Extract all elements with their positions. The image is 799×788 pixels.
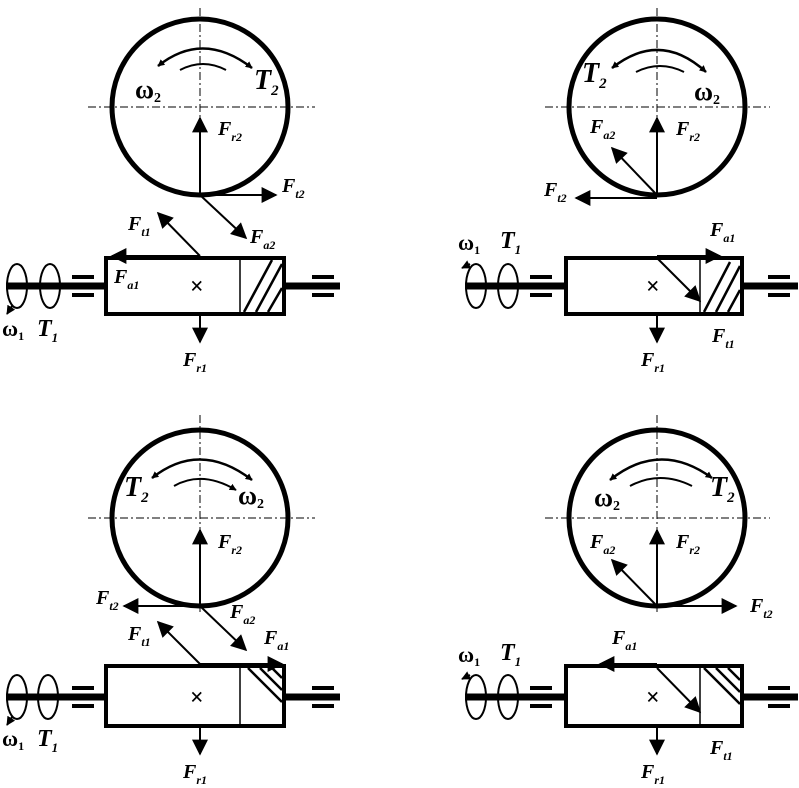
- fa2-arrow: [610, 146, 658, 196]
- worm-thread-hatch: [703, 667, 741, 705]
- worm-bearing-left-b: [72, 293, 94, 297]
- omega1-label: ω1: [2, 726, 24, 753]
- worm-bearing-left-b: [530, 293, 552, 297]
- omega2-label: ω2: [135, 75, 161, 106]
- fr1-label: Fr1: [182, 349, 207, 375]
- fr1-label: Fr1: [640, 761, 665, 787]
- fr2-label: Fr2: [217, 531, 242, 557]
- worm-rotation-symbol: [6, 263, 61, 309]
- wheel-inner-arc: [179, 63, 227, 71]
- omega2-label: ω2: [594, 483, 620, 514]
- fr2-label: Fr2: [675, 531, 700, 557]
- worm-body: [564, 256, 744, 316]
- worm-bearing-left-b: [72, 704, 94, 708]
- fr2-label: Fr2: [675, 118, 700, 144]
- worm-bearing-right-b: [312, 704, 334, 708]
- ft1-arrow: [656, 257, 702, 303]
- worm-bearing-right: [312, 275, 334, 279]
- omega2-label: ω2: [694, 77, 720, 108]
- fr2-label: Fr2: [217, 118, 242, 144]
- ft2-label: Ft2: [543, 179, 567, 205]
- worm-thread-hatch: [702, 261, 742, 313]
- fa1-label: Fa1: [709, 219, 735, 245]
- fa1-label: Fa1: [113, 266, 139, 292]
- worm-center-mark: ×: [190, 685, 204, 711]
- worm-bearing-left: [72, 686, 94, 690]
- omega1-label: ω1: [458, 642, 480, 669]
- worm-body: [104, 256, 286, 316]
- wheel-rotation-arrow: [611, 48, 707, 73]
- ft2-label: Ft2: [95, 587, 119, 613]
- worm-rotation-symbol: [465, 674, 519, 720]
- fa2-label: Fa2: [589, 116, 615, 142]
- t2-label: T2: [710, 472, 735, 506]
- ft1-label: Ft1: [709, 737, 733, 763]
- worm-center-mark: ×: [190, 274, 204, 300]
- ft2-label: Ft2: [281, 175, 305, 201]
- ft1-label: Ft1: [711, 325, 735, 351]
- fa1-label: Fa1: [263, 627, 289, 653]
- t1-label: T1: [37, 726, 58, 755]
- worm-bearing-right-b: [768, 293, 790, 297]
- ft1-arrow: [656, 667, 702, 714]
- diagram-bottom-right: ω2 T2 Fr2 Fa2 Ft2 × Fa1 Ft1 Fr1: [458, 415, 798, 787]
- wheel-inner-arc: [173, 477, 237, 491]
- ft1-arrow: [156, 211, 201, 257]
- worm-bearing-right: [768, 275, 790, 279]
- t1-label: T1: [500, 640, 521, 669]
- worm-bearing-right: [768, 686, 790, 690]
- wheel-inner-arc: [635, 65, 685, 73]
- worm-rotation-tick: [6, 304, 16, 315]
- worm-thread-hatch: [242, 259, 284, 313]
- worm-center-mark: ×: [646, 685, 660, 711]
- ft1-label: Ft1: [127, 213, 151, 239]
- worm-body: [104, 664, 286, 728]
- worm-bearing-right-b: [768, 704, 790, 708]
- t2-label: T2: [124, 472, 149, 506]
- omega1-label: ω1: [458, 230, 480, 257]
- wheel-rotation-arrow: [151, 458, 253, 481]
- worm-bearing-right: [312, 686, 334, 690]
- ft1-label: Ft1: [127, 623, 151, 649]
- omega2-label: ω2: [238, 481, 264, 512]
- worm-bearing-left-b: [530, 704, 552, 708]
- fa2-label: Fa2: [589, 531, 615, 557]
- worm-rotation-tick: [6, 715, 16, 726]
- wheel-rotation-arrow: [157, 47, 253, 69]
- diagram-top-left: ω2 T2 Fr2 Ft2 Fa2 × Ft1 Fa1 Fr1: [2, 8, 340, 375]
- fa2-label: Fa2: [229, 601, 255, 627]
- worm-rotation-symbol: [6, 674, 59, 720]
- t2-label: T2: [582, 58, 607, 92]
- worm-rotation-tick: [461, 260, 472, 269]
- fa2-arrow: [199, 194, 248, 240]
- worm-rotation-tick: [461, 671, 472, 680]
- worm-bearing-left: [530, 275, 552, 279]
- worm-bearing-left: [530, 686, 552, 690]
- worm-bearing-right-b: [312, 293, 334, 297]
- worm-center-mark: ×: [646, 274, 660, 300]
- t1-label: T1: [37, 316, 58, 345]
- wheel-inner-arc: [629, 477, 693, 487]
- ft2-label: Ft2: [749, 595, 773, 621]
- wheel-rotation-arrow: [609, 458, 713, 481]
- ft1-arrow: [156, 620, 201, 665]
- fa2-arrow: [610, 558, 658, 607]
- fr1-label: Fr1: [182, 761, 207, 787]
- t2-label: T2: [254, 65, 279, 99]
- diagram-bottom-left: T2 ω2 Fr2 Ft2 Fa2 × Ft1 Fa1 Fr1: [2, 415, 340, 787]
- fa1-label: Fa1: [611, 627, 637, 653]
- worm-bearing-left: [72, 275, 94, 279]
- fa2-label: Fa2: [249, 226, 275, 252]
- worm-rotation-symbol: [465, 263, 519, 309]
- fr1-label: Fr1: [640, 349, 665, 375]
- omega1-label: ω1: [2, 316, 24, 343]
- diagram-top-right: T2 ω2 Fr2 Fa2 Ft2 × Fa1 Ft1 Fr1: [458, 8, 798, 375]
- t1-label: T1: [500, 228, 521, 257]
- fa2-arrow: [199, 605, 248, 652]
